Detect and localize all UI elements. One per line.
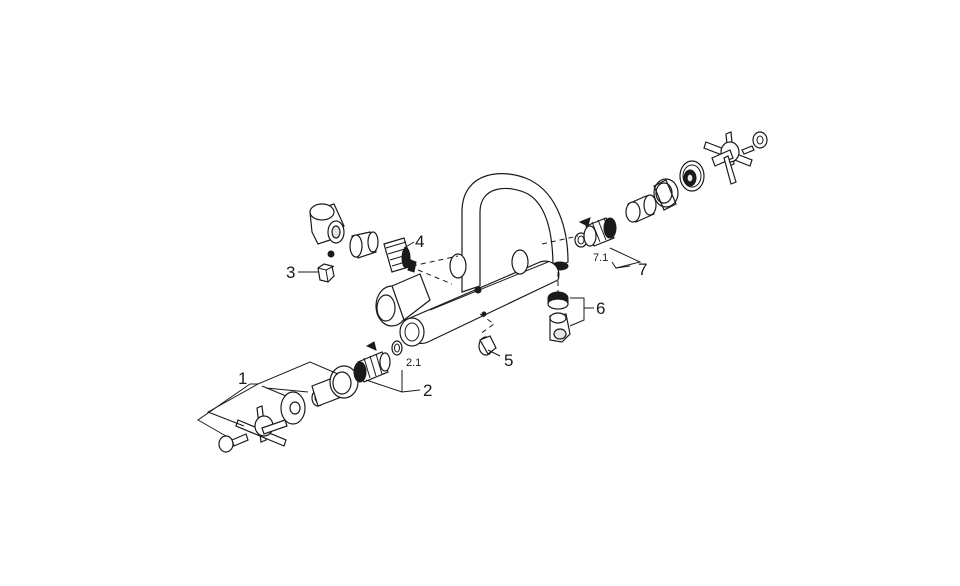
right-cartridge [574,217,617,248]
wall-elbow-assembly [309,203,417,283]
callout-3: 3 [286,263,295,282]
body-front-opening [399,317,425,347]
right-cross-handle [703,131,753,185]
callout-labels: 1 2 2.1 3 4 5 6 7 7.1 [238,232,647,400]
faucet-body-assembly [375,173,569,347]
callout-7-1: 7.1 [593,252,608,264]
callout-5: 5 [504,351,513,370]
left-cross-handle [235,405,288,447]
right-inlet-connector [547,291,571,343]
callout-6: 6 [596,299,605,318]
plug [478,335,497,356]
left-cap [218,435,234,453]
right-cap [752,131,768,149]
left-cartridge [353,340,403,383]
callout-leaders [197,241,642,437]
callout-4: 4 [415,232,424,251]
assembly-axis-lines [411,235,579,335]
callout-2: 2 [423,381,432,400]
callout-1: 1 [238,369,247,388]
right-handle-assembly [625,131,768,223]
body-inlet-right [511,249,529,275]
callout-7: 7 [638,260,647,279]
spout [461,173,569,293]
body-inlet-left [449,253,467,279]
threaded-valve [383,237,417,273]
left-o-ring [391,340,403,356]
callout-2-1: 2.1 [406,357,421,369]
